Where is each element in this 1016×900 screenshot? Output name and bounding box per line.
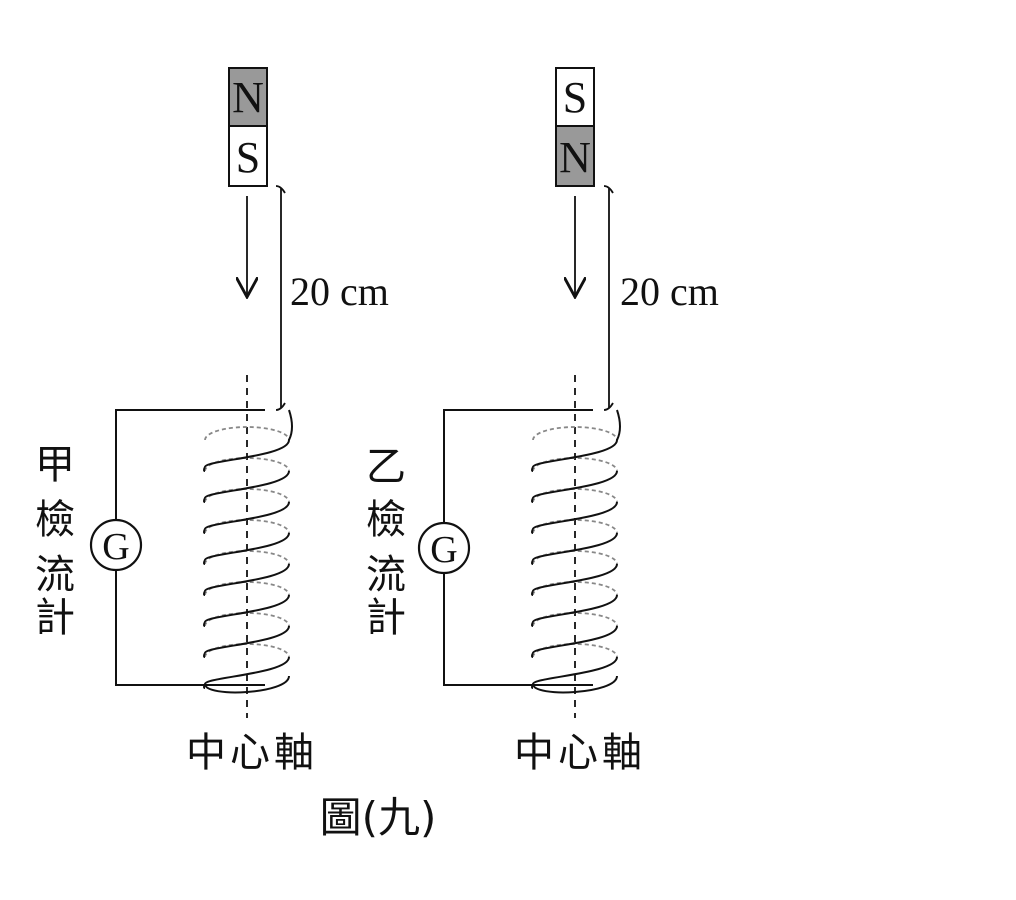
coil-side-segment (203, 590, 206, 596)
distance-bracket-yi (603, 185, 614, 411)
coil-back-segment (204, 612, 290, 627)
coil-front-segment (532, 656, 618, 685)
distance-bracket-jia (275, 185, 286, 411)
coil-front-segment (532, 594, 618, 623)
setup-jia: N S 20 cm G 甲 檢 流 計 (35, 67, 389, 776)
distance-label-yi: 20 cm (620, 269, 719, 314)
galvanometer-name-char: 流 (35, 552, 75, 598)
coil-front-turns-jia (203, 409, 293, 694)
coil-front-segment (532, 501, 618, 530)
coil-back-segment (532, 612, 618, 627)
coil-front-segment (532, 409, 621, 468)
magnet-top-pole-jia: N (232, 73, 264, 122)
galvanometer-name-char: 甲 (35, 442, 75, 488)
galvanometer-name-yi: 乙 檢 流 計 (366, 444, 406, 641)
magnet-bottom-pole-yi: N (559, 133, 591, 182)
coil-side-segment (531, 621, 534, 627)
galvanometer-symbol-jia: G (102, 526, 129, 568)
central-axis-label-jia: 中心軸 (186, 730, 318, 776)
galvanometer-circle-yi (417, 521, 471, 575)
central-axis-label-yi: 中心軸 (514, 730, 646, 776)
coil-back-segment (532, 581, 618, 596)
coil-front-segment (204, 470, 290, 499)
galvanometer-jia: G (89, 518, 143, 572)
coil-back-segment (204, 488, 290, 503)
coil-front-segment (532, 625, 618, 654)
distance-label-jia: 20 cm (290, 269, 389, 314)
coil-hidden-turns-yi (532, 426, 618, 658)
coil-side-segment (203, 652, 206, 658)
coil-bottom-lead (532, 675, 618, 694)
coil-front-segment (204, 656, 290, 685)
coil-front-segment (204, 409, 293, 468)
galvanometer-name-char: 計 (366, 595, 406, 641)
coil-side-segment (203, 621, 206, 627)
coil-side-segment (531, 528, 534, 534)
coil-yi (531, 409, 621, 694)
coil-back-segment (532, 488, 618, 503)
coil-side-segment (531, 590, 534, 596)
galvanometer-yi: G (417, 521, 471, 575)
coil-side-segment (531, 466, 534, 472)
coil-back-segment (204, 457, 290, 472)
coil-back-segment (204, 426, 290, 441)
bar-magnet-yi: S N (555, 67, 595, 187)
circuit-wire-jia (115, 409, 265, 686)
magnet-top-pole-yi: S (563, 73, 587, 122)
figure-caption: 圖(九) (320, 793, 437, 842)
coil-back-segment (204, 581, 290, 596)
coil-front-segment (532, 532, 618, 561)
coil-back-segment (204, 550, 290, 565)
bar-magnet-jia: N S (228, 67, 268, 187)
galvanometer-name-char: 計 (35, 595, 75, 641)
coil-side-segment (203, 528, 206, 534)
galvanometer-name-char: 乙 (366, 444, 406, 490)
coil-front-segment (204, 563, 290, 592)
coil-back-segment (532, 643, 618, 658)
magnet-bottom-half-yi (555, 125, 595, 187)
coil-side-segment (203, 497, 206, 503)
galvanometer-name-char: 檢 (366, 497, 406, 543)
circuit-wire-yi (443, 409, 593, 686)
coil-back-segment (532, 457, 618, 472)
coil-front-segment (204, 532, 290, 561)
coil-bottom-lead (204, 675, 290, 694)
coil-side-segment (203, 559, 206, 565)
coil-front-turns-yi (531, 409, 621, 694)
magnet-bottom-pole-jia: S (236, 133, 260, 182)
galvanometer-symbol-yi: G (430, 529, 457, 571)
coil-side-segment (531, 559, 534, 565)
coil-jia (203, 409, 293, 694)
coil-back-segment (532, 519, 618, 534)
coil-back-segment (532, 550, 618, 565)
coil-hidden-turns-jia (204, 426, 290, 658)
coil-front-segment (204, 594, 290, 623)
galvanometer-name-char: 檢 (35, 497, 75, 543)
coil-back-segment (204, 519, 290, 534)
coil-back-segment (532, 426, 618, 441)
coil-front-segment (532, 563, 618, 592)
coil-side-segment (203, 466, 206, 472)
coil-front-segment (204, 625, 290, 654)
galvanometer-name-char: 流 (366, 552, 406, 598)
galvanometer-name-jia: 甲 檢 流 計 (35, 442, 75, 641)
setup-yi: S N 20 cm G 乙 檢 流 計 中心軸 (366, 67, 719, 776)
magnet-bottom-half-jia (228, 125, 268, 187)
coil-side-segment (531, 652, 534, 658)
coil-side-segment (531, 497, 534, 503)
coil-back-segment (204, 643, 290, 658)
coil-front-segment (532, 470, 618, 499)
galvanometer-circle-jia (89, 518, 143, 572)
coil-front-segment (204, 501, 290, 530)
